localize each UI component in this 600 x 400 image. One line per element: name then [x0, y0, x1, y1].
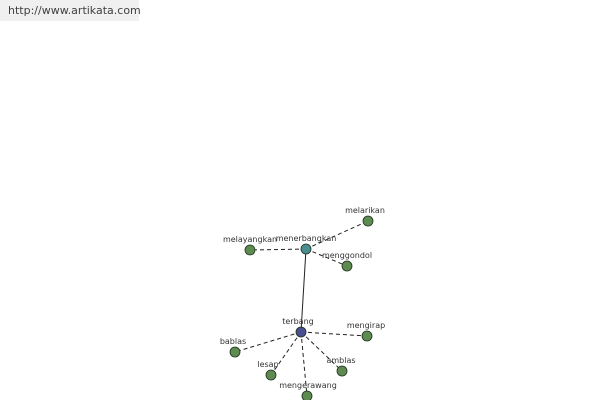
node-label-melayangkan: melayangkan [223, 235, 277, 244]
edge-terbang-lesap [270, 331, 302, 376]
node-label-mengirap: mengirap [347, 321, 385, 330]
node-mengirap[interactable] [361, 330, 373, 342]
node-menerbangkan[interactable] [300, 243, 312, 255]
edges-layer [234, 220, 369, 397]
edge-terbang-mengerawang [300, 331, 308, 397]
node-amblas[interactable] [336, 365, 348, 377]
node-melayangkan[interactable] [244, 244, 256, 256]
edge-terbang-mengirap [300, 331, 368, 337]
node-bablas[interactable] [229, 346, 241, 358]
nodes-layer [229, 215, 374, 400]
edge-terbang-amblas [300, 331, 343, 372]
node-mengerawang[interactable] [301, 390, 313, 400]
node-label-menggondol: menggondol [322, 251, 372, 260]
node-label-menerbangkan: menerbangkan [276, 234, 337, 243]
node-menggondol[interactable] [341, 260, 353, 272]
node-lesap[interactable] [265, 369, 277, 381]
edge-menerbangkan-melayangkan [249, 248, 307, 251]
node-melarikan[interactable] [362, 215, 374, 227]
watermark-url: http://www.artikata.com [0, 0, 141, 21]
node-label-mengerawang: mengerawang [279, 381, 337, 390]
edge-menerbangkan-menggondol [305, 248, 348, 267]
node-label-melarikan: melarikan [345, 206, 385, 215]
edge-terbang-bablas [234, 331, 302, 353]
edge-menerbangkan-melarikan [305, 220, 369, 250]
edge-terbang-menerbangkan [300, 248, 307, 333]
node-label-amblas: amblas [326, 356, 355, 365]
node-label-lesap: lesap [257, 360, 278, 369]
node-label-bablas: bablas [220, 337, 246, 346]
labels-layer: terbang menerbangkan melarikan melayangkan m… [220, 206, 385, 390]
node-terbang[interactable] [295, 326, 307, 338]
node-label-terbang: terbang [282, 317, 313, 326]
